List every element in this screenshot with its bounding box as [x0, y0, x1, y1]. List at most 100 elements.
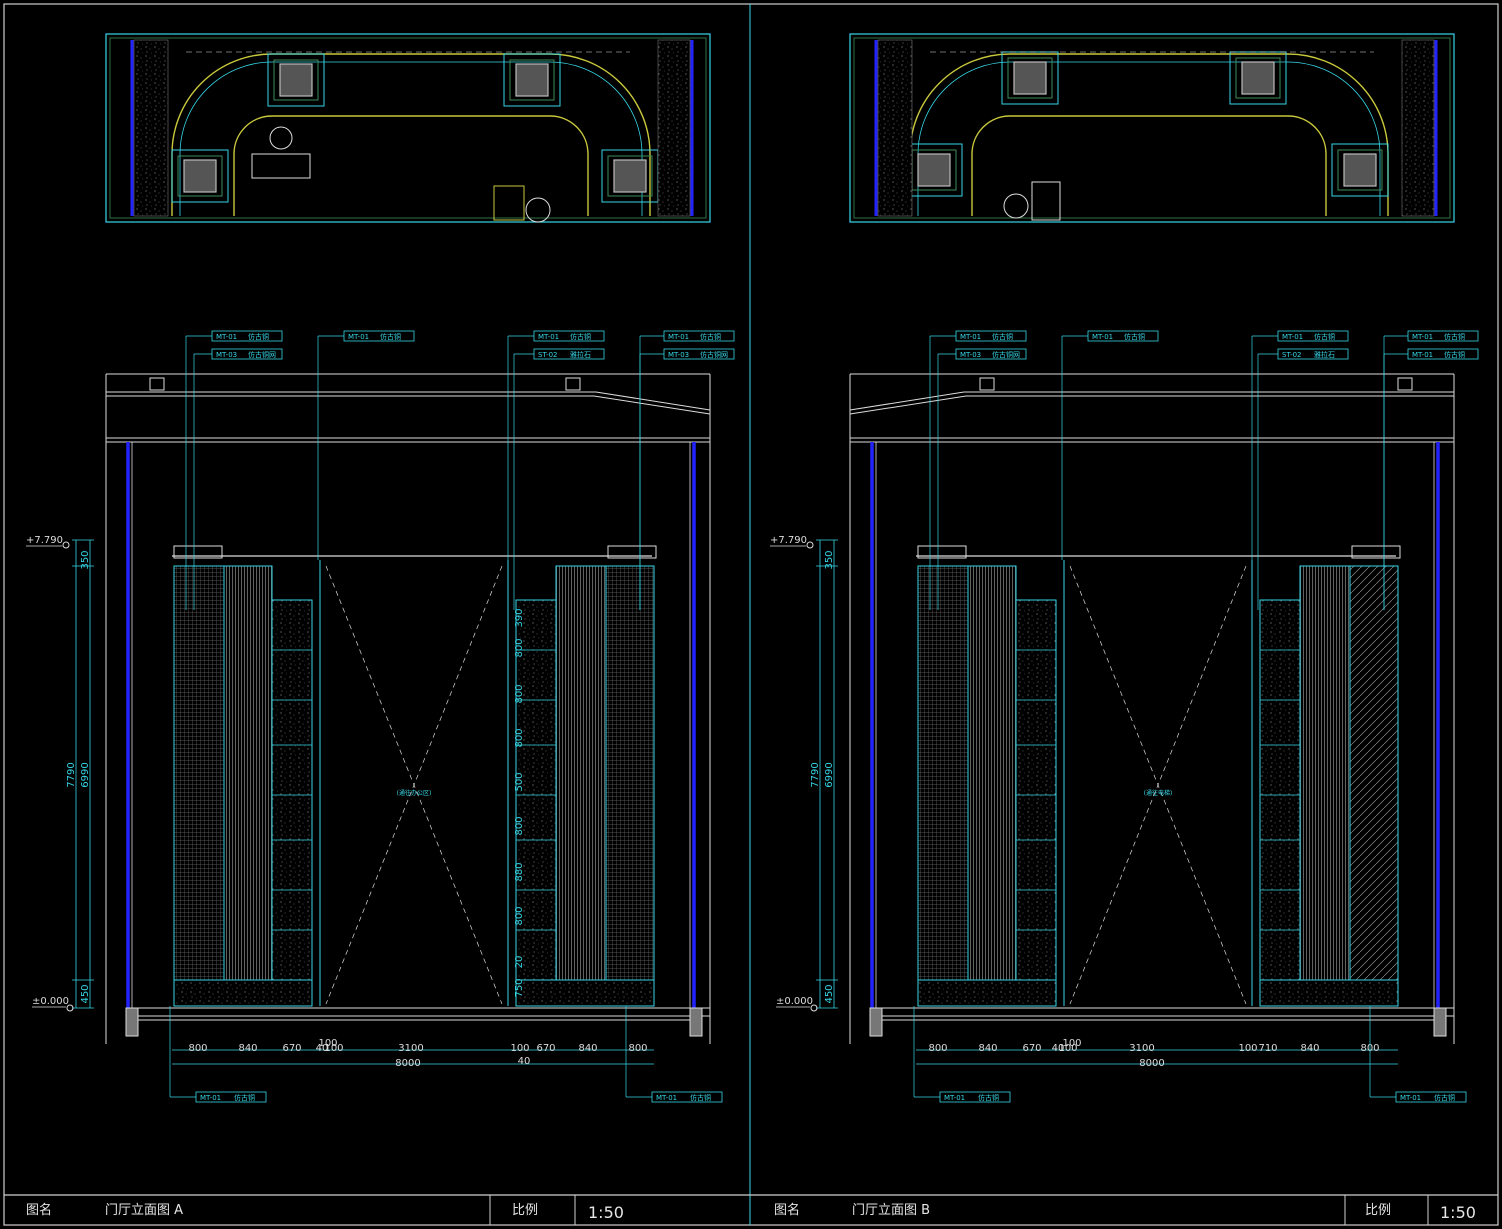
callout-right-b2-code: MT-01: [1412, 351, 1433, 359]
floor-right-pier: [689, 1007, 703, 1037]
plan-outline: [105, 33, 711, 223]
pillar-left-mesh: [173, 565, 225, 981]
plan-arc-cyan: [179, 61, 643, 216]
callout-left-1-desc: 仿古铜: [248, 332, 269, 341]
callout-right-b2-code: MT-03: [668, 351, 689, 359]
plan-column-core: [279, 63, 313, 97]
hdim-value: 100: [324, 1043, 343, 1054]
opening-note: (通往办公区): [397, 789, 432, 797]
callout-right-a1-code: MT-01: [538, 333, 559, 341]
pillar-cap-left: [917, 545, 967, 559]
plan-arc-inner: [971, 115, 1327, 216]
plan-column-core: [183, 159, 217, 193]
callout-left-1-desc: 仿古铜: [992, 332, 1013, 341]
pillar-right-hatch: [1349, 565, 1399, 981]
plan-column-inner: [607, 155, 653, 197]
pillar-left-strip: [967, 565, 1017, 981]
roof-slope-inner: [106, 395, 711, 415]
hdim-value: 670: [536, 1043, 555, 1054]
level-top-marker: [806, 541, 814, 549]
hdim-value: 670: [1022, 1043, 1041, 1054]
plan-arc-outer: [909, 53, 1389, 216]
vdim-350: 350: [80, 550, 91, 569]
level-bottom: ±0.000: [32, 996, 69, 1007]
callout-left-2-desc: 仿古铜网: [248, 350, 276, 359]
callout-right-a2-code: ST-02: [538, 351, 558, 359]
title-block-left-scale-label: 比例: [512, 1203, 538, 1218]
right-vdim: 800: [514, 684, 525, 703]
callout-left-2-code: MT-03: [960, 351, 981, 359]
pillar-right-strip: [1299, 565, 1351, 981]
pillar-left-base: [173, 979, 313, 1007]
right-vdim: 20: [514, 956, 525, 969]
callout-left-2-code: MT-03: [216, 351, 237, 359]
plan-inner-outline: [109, 37, 707, 219]
plan-column-frame: [1229, 51, 1287, 105]
callout-right-a2-desc: 雅拉石: [1314, 350, 1335, 359]
pillar-right-base: [515, 979, 655, 1007]
callout-right-b1-code: MT-01: [1412, 333, 1433, 341]
title-block: 图名 门厅立面图 A 比例 1:50 图名 门厅立面图 B 比例 1:50: [4, 1194, 1498, 1225]
roof-bracket: [979, 377, 995, 391]
hdim-value: 100: [1058, 1043, 1077, 1054]
plan-column-core: [1013, 61, 1047, 95]
plan-column-core: [515, 63, 549, 97]
right-vdim: 500: [514, 772, 525, 791]
right-vdim: 800: [514, 638, 525, 657]
pillar-left-stone: [1015, 599, 1057, 981]
plan-column-frame: [171, 149, 229, 203]
title-block-right-name: 门厅立面图 B: [852, 1203, 930, 1218]
hdim-value: 840: [578, 1043, 597, 1054]
plan-arc-outer: [171, 53, 651, 216]
callout-right-b1-code: MT-01: [668, 333, 689, 341]
pillar-left-strip: [223, 565, 273, 981]
plan-column-frame: [267, 53, 325, 107]
callout-bottom-left-desc: 仿古铜: [234, 1093, 255, 1102]
level-bottom-marker: [66, 1004, 74, 1012]
right-vdim: 800: [514, 816, 525, 835]
plan-column-inner: [1337, 149, 1383, 191]
hdim-value: 40: [316, 1043, 329, 1054]
roof-bracket: [565, 377, 581, 391]
pillar-cap-right: [607, 545, 657, 559]
roof-slope: [849, 391, 1454, 411]
hdim-value: 670: [282, 1043, 301, 1054]
floor-slab: [125, 1007, 711, 1017]
opening-x-2: [325, 565, 503, 1005]
callout-left-1-code: MT-01: [960, 333, 981, 341]
plan-column-core: [1343, 153, 1377, 187]
pillar-cap-right: [1351, 545, 1401, 559]
vdim-450: 450: [824, 984, 835, 1003]
callout-right-b1-desc: 仿古铜: [1444, 332, 1465, 341]
title-block-right-scale: 1:50: [1440, 1203, 1476, 1222]
callout-bottom-left-code: MT-01: [944, 1094, 965, 1102]
plan-fixture-sofa: [251, 153, 311, 179]
callout-bottom-right-desc: 仿古铜: [1434, 1093, 1455, 1102]
plan-arc-cyan: [917, 61, 1381, 216]
title-block-left-name: 门厅立面图 A: [105, 1203, 183, 1218]
callout-left-1-code: MT-01: [216, 333, 237, 341]
plan-arc-inner: [233, 115, 589, 216]
hdim-value: 840: [978, 1043, 997, 1054]
plan-column-inner: [509, 59, 555, 101]
title-block-left-name-label: 图名: [26, 1202, 52, 1218]
elevation-a: (通往办公区)35069907790450+7.790±0.0003908008…: [26, 33, 735, 1103]
hdim-total: 8000: [1139, 1058, 1164, 1069]
callout-bottom-right-code: MT-01: [656, 1094, 677, 1102]
callout-right-a1-desc: 仿古铜: [570, 332, 591, 341]
plan-wall-fill-right: [657, 39, 691, 217]
callout-bottom-right-desc: 仿古铜: [690, 1093, 711, 1102]
title-block-right-scale-label: 比例: [1365, 1203, 1391, 1218]
callout-right-a1-desc: 仿古铜: [1314, 332, 1335, 341]
floor-left-pier: [125, 1007, 139, 1037]
plan-fixture-box: [493, 185, 525, 221]
pillar-left-base: [917, 979, 1057, 1007]
hdim-value: 100: [1238, 1043, 1257, 1054]
title-block-right-name-label: 图名: [774, 1202, 800, 1218]
callout-right-b2-desc: 仿古铜网: [700, 350, 728, 359]
vdim-7790: 7790: [66, 762, 77, 787]
title-block-left-scale: 1:50: [588, 1203, 624, 1222]
opening-x-2: [1069, 565, 1247, 1005]
hdim-value: 3100: [1129, 1043, 1154, 1054]
hdim-value: 840: [238, 1043, 257, 1054]
